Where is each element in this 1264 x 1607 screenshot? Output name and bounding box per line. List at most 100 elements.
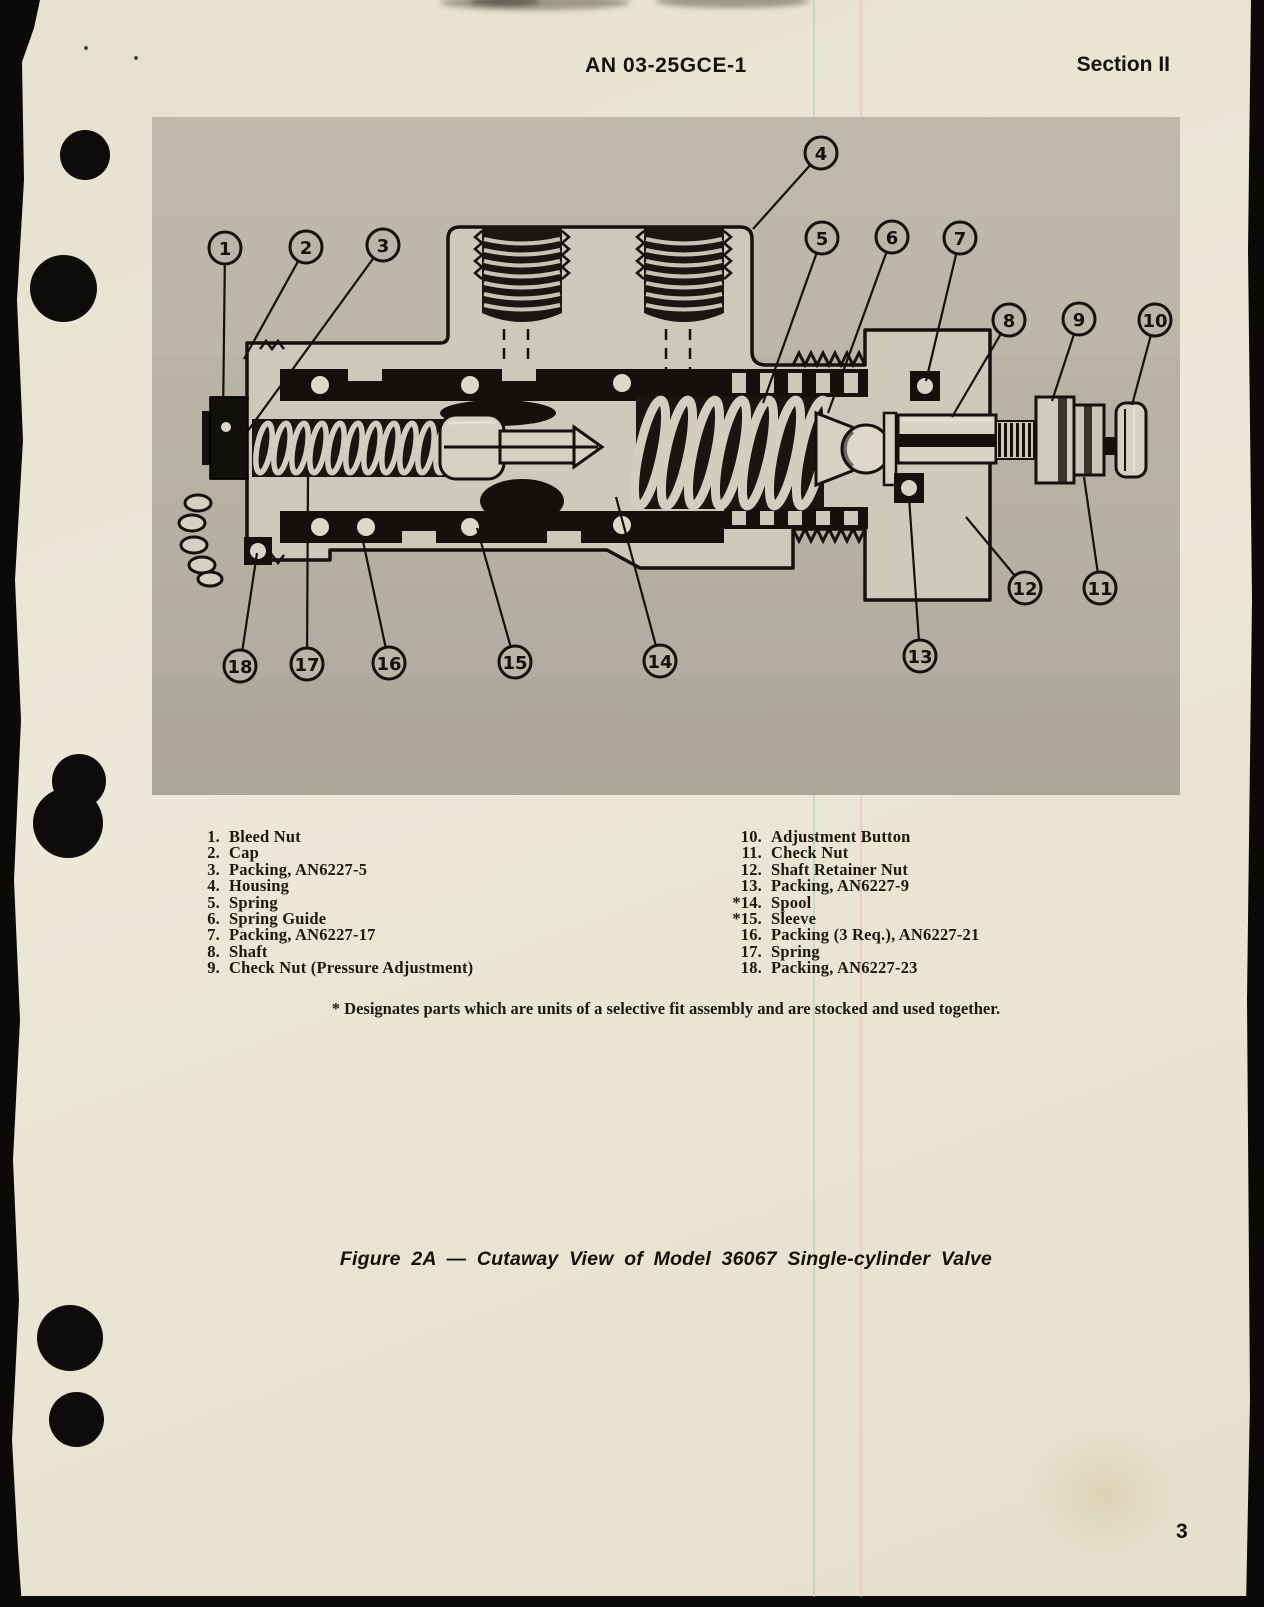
neck-thread-top bbox=[791, 349, 867, 369]
svg-text:14: 14 bbox=[647, 652, 672, 673]
callout-balloon: 6 bbox=[874, 219, 910, 255]
svg-text:15: 15 bbox=[502, 653, 527, 674]
ink-blot bbox=[37, 1305, 103, 1371]
svg-text:10: 10 bbox=[1142, 311, 1167, 332]
figure-caption: Figure 2A — Cutaway View of Model 36067 … bbox=[339, 1248, 993, 1270]
doc-number: AN 03-25GCE-1 bbox=[585, 54, 747, 77]
svg-text:5: 5 bbox=[816, 229, 829, 250]
svg-text:12: 12 bbox=[1012, 579, 1037, 600]
part-number: 16. bbox=[740, 925, 762, 945]
parts-list-item: 12. Shaft Retainer Nut bbox=[700, 859, 979, 879]
parts-list-item: *14.Spool bbox=[700, 892, 979, 912]
parts-list-item: 11.Check Nut bbox=[700, 844, 979, 861]
callout-balloon: 1 bbox=[207, 230, 243, 266]
parts-list-item: 10. Adjustment Button bbox=[700, 827, 979, 846]
part-number: 4. bbox=[207, 876, 220, 896]
parts-list-item: 3.Packing, AN6227-5 bbox=[180, 859, 473, 879]
bleed-nut bbox=[202, 396, 249, 480]
ink-blot bbox=[30, 255, 97, 322]
svg-text:2: 2 bbox=[300, 238, 313, 259]
parts-list-item: 16. Packing (3 Req.), AN6227-21 bbox=[700, 925, 980, 945]
spring-guide bbox=[814, 410, 892, 488]
part-name: Housing bbox=[229, 876, 290, 896]
scan-smudge bbox=[440, 0, 630, 10]
ink-blot bbox=[33, 788, 103, 858]
svg-text:13: 13 bbox=[907, 647, 932, 668]
parts-list-item: 2. Cap bbox=[180, 843, 473, 863]
scan-speck bbox=[84, 46, 88, 50]
safety-wire-coil bbox=[177, 493, 224, 588]
part-name: Spring Guide bbox=[229, 909, 327, 929]
right-spring bbox=[629, 395, 833, 511]
cavity-bands bbox=[280, 369, 868, 543]
svg-text:9: 9 bbox=[1073, 310, 1086, 331]
svg-text:1: 1 bbox=[219, 239, 232, 260]
part-number: 6. bbox=[207, 909, 220, 929]
parts-list-item: 13.Packing, AN6227-9 bbox=[700, 876, 979, 896]
callout-balloon: 18 bbox=[222, 648, 258, 684]
parts-list-item: 17.Spring bbox=[700, 941, 979, 961]
part-name: Shaft bbox=[229, 941, 268, 961]
packings bbox=[244, 371, 940, 565]
callout-balloon: 9 bbox=[1061, 301, 1097, 337]
parts-list-item: 18. Packing, AN6227-23 bbox=[700, 958, 979, 978]
part-number: 7. bbox=[207, 925, 220, 945]
parts-list-item: 6. Spring Guide bbox=[180, 909, 473, 929]
threaded-port-left bbox=[473, 227, 571, 322]
callout-balloon: 2 bbox=[288, 229, 324, 265]
part-name: Spring bbox=[229, 892, 278, 912]
svg-text:3: 3 bbox=[377, 236, 390, 257]
scan-edge-right bbox=[1246, 0, 1264, 1607]
callout-balloon: 13 bbox=[902, 638, 938, 674]
part-name: Sleeve bbox=[771, 909, 817, 929]
left-spring bbox=[252, 419, 458, 477]
part-name: Packing (3 Req.), AN6227-21 bbox=[771, 925, 980, 945]
part-name: Spool bbox=[771, 892, 812, 912]
svg-text:11: 11 bbox=[1087, 579, 1112, 600]
section-label: Section II bbox=[1076, 53, 1170, 76]
ink-blot bbox=[60, 130, 110, 180]
neck-thread-bottom bbox=[791, 525, 867, 545]
parts-list-item: 4. Housing bbox=[180, 876, 473, 896]
parts-list-item: 8. Shaft bbox=[180, 941, 473, 961]
callout-balloon: 4 bbox=[803, 135, 839, 171]
part-name: Bleed Nut bbox=[229, 827, 301, 846]
part-number: 17. bbox=[740, 941, 762, 961]
part-name: Packing, AN6227-5 bbox=[229, 859, 368, 879]
part-number: 18. bbox=[740, 958, 762, 978]
scan-speck bbox=[134, 56, 138, 60]
part-name: Packing, AN6227-9 bbox=[771, 876, 910, 896]
callout-balloon: 12 bbox=[1007, 570, 1043, 606]
parts-list-item: 5.Spring bbox=[180, 892, 473, 912]
svg-text:16: 16 bbox=[376, 654, 401, 675]
scan-edge-bottom bbox=[0, 1596, 1264, 1607]
callout-balloon: 17 bbox=[289, 646, 325, 682]
part-number: 8. bbox=[207, 941, 220, 961]
part-number: 2. bbox=[207, 843, 220, 863]
parts-list-left: 1.Bleed Nut 2.Cap 3.Packing, AN6227-5 4.… bbox=[180, 827, 473, 977]
part-number: 10. bbox=[740, 827, 762, 846]
photo-dark-band bbox=[152, 677, 1180, 795]
callout-balloon: 14 bbox=[642, 643, 678, 679]
part-name: Packing, AN6227-23 bbox=[771, 958, 918, 978]
figure-area: 1 2 3 4 5 6 7 8 9 10 11 12 13 14 15 16 1… bbox=[152, 117, 1180, 795]
svg-text:18: 18 bbox=[227, 657, 252, 678]
ink-blot bbox=[49, 1392, 104, 1447]
adjustment-button bbox=[1114, 401, 1148, 479]
callout-balloon: 11 bbox=[1082, 570, 1118, 606]
scan-smudge bbox=[655, 0, 810, 8]
svg-text:4: 4 bbox=[815, 144, 828, 165]
part-name: Cap bbox=[229, 843, 259, 863]
callout-balloon: 5 bbox=[804, 220, 840, 256]
svg-text:6: 6 bbox=[886, 228, 899, 249]
callout-balloon: 15 bbox=[497, 644, 533, 680]
selective-fit-footnote: * Designates parts which are units of a … bbox=[331, 999, 1001, 1018]
part-number: 12. bbox=[740, 859, 762, 879]
scan-artifact-line-pink bbox=[860, 0, 862, 1597]
page-number: 3 bbox=[1176, 1520, 1188, 1543]
part-number: *15. bbox=[732, 909, 762, 929]
part-name: Adjustment Button bbox=[771, 827, 911, 846]
part-name: Shaft Retainer Nut bbox=[771, 859, 909, 879]
callout-balloon: 3 bbox=[365, 227, 401, 263]
callout-balloon: 10 bbox=[1137, 302, 1173, 338]
